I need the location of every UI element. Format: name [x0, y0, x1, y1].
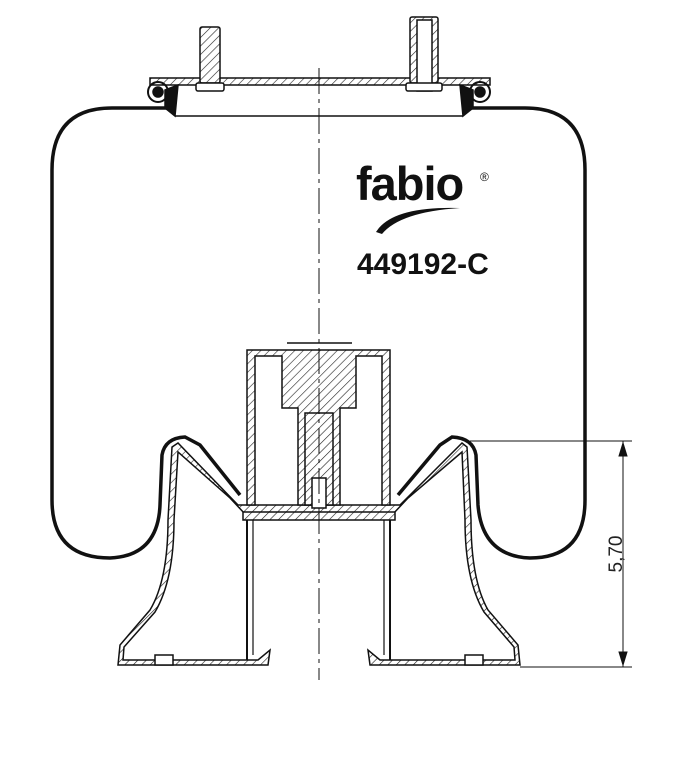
height-dimension: [470, 440, 632, 668]
left-stud: [195, 26, 225, 92]
registered-mark: ®: [480, 170, 489, 184]
part-number: 449192-C: [357, 248, 489, 281]
brand-logo: fabio: [356, 157, 464, 210]
height-dimension-label: 5,70: [606, 535, 627, 573]
bellows: [50, 106, 587, 560]
logo-swoosh: [376, 207, 460, 234]
piston: [117, 441, 521, 666]
right-stud: [405, 16, 443, 92]
